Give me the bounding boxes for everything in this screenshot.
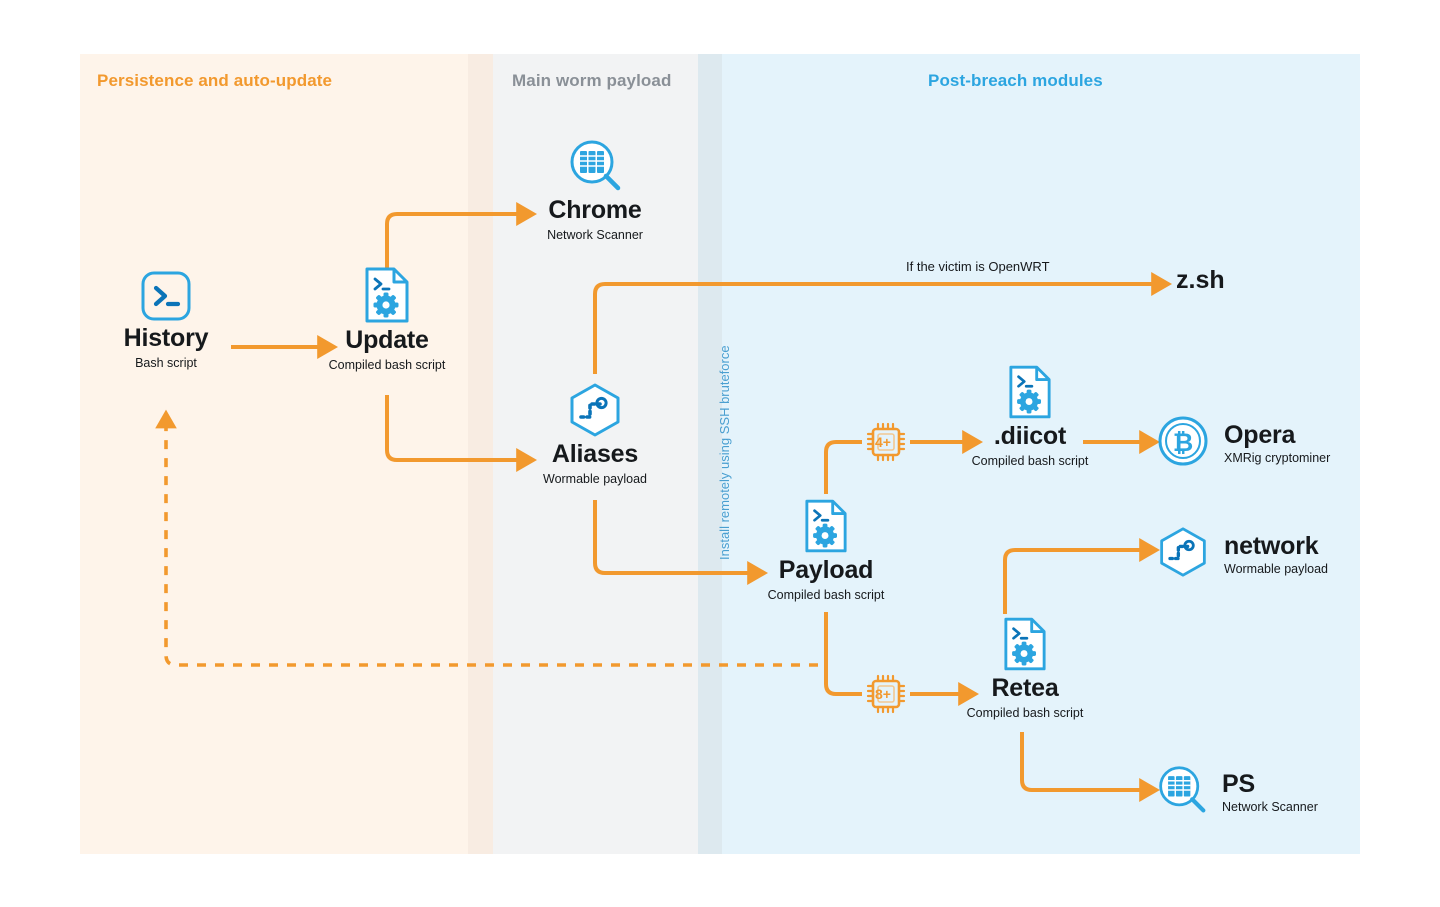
node-aliases-name: Aliases: [551, 440, 639, 468]
chip-8plus-label: 8+: [875, 686, 891, 702]
node-diicot-name: .diicot: [993, 422, 1067, 450]
node-ps-name: PS: [1222, 769, 1255, 798]
node-chrome-sub: Network Scanner: [547, 228, 643, 242]
network-scanner-icon: [567, 138, 623, 194]
worm-hex-icon: [566, 382, 624, 438]
node-update-sub: Compiled bash script: [328, 358, 446, 372]
terminal-icon: [140, 270, 192, 322]
node-history[interactable]: History Bash script: [120, 270, 212, 370]
node-opera[interactable]: ₿ Opera XMRig cryptominer: [1156, 414, 1330, 473]
node-diicot[interactable]: .diicot Compiled bash script: [963, 364, 1097, 468]
node-network-sub: Wormable payload: [1224, 562, 1328, 577]
lane-title-persistence: Persistence and auto-update: [97, 71, 333, 90]
node-history-name: History: [123, 324, 209, 352]
node-payload-sub: Compiled bash script: [767, 588, 885, 602]
cpu-chip-icon-8plus: 8+: [862, 670, 910, 718]
script-file-icon: [364, 266, 410, 324]
node-ps[interactable]: PS Network Scanner: [1156, 764, 1318, 821]
node-retea-name: Retea: [991, 674, 1059, 702]
node-opera-sub: XMRig cryptominer: [1224, 451, 1331, 466]
worm-hex-icon: [1156, 526, 1210, 583]
network-scanner-icon: [1156, 764, 1208, 821]
node-update-name: Update: [345, 326, 429, 354]
node-aliases[interactable]: Aliases Wormable payload: [525, 382, 665, 486]
svg-text:₿: ₿: [1173, 429, 1193, 457]
lane-title-post: Post-breach modules: [928, 71, 1103, 90]
node-diicot-sub: Compiled bash script: [971, 454, 1089, 468]
node-update[interactable]: Update Compiled bash script: [324, 266, 450, 372]
script-file-icon: [1003, 616, 1047, 672]
node-ps-sub: Network Scanner: [1222, 800, 1318, 815]
node-history-sub: Bash script: [135, 356, 197, 370]
node-chrome-name: Chrome: [548, 196, 642, 224]
chip-4plus-label: 4+: [875, 434, 891, 450]
node-zsh[interactable]: z.sh: [1176, 266, 1225, 294]
node-opera-name: Opera: [1224, 420, 1296, 449]
lane-title-worm: Main worm payload: [512, 71, 672, 90]
edge-label-ssh-bruteforce: Install remotely using SSH bruteforce: [717, 345, 732, 560]
script-file-icon: [804, 498, 848, 554]
node-payload-name: Payload: [778, 556, 874, 584]
node-payload[interactable]: Payload Compiled bash script: [760, 498, 892, 602]
node-aliases-sub: Wormable payload: [543, 472, 647, 486]
node-network[interactable]: network Wormable payload: [1156, 526, 1328, 583]
lane-persistence-edge: [468, 54, 493, 854]
lane-persistence-background: [80, 54, 468, 854]
edge-label-openwrt: If the victim is OpenWRT: [906, 259, 1050, 274]
bitcoin-icon: ₿: [1156, 414, 1210, 473]
node-network-name: network: [1224, 531, 1319, 560]
node-retea-sub: Compiled bash script: [966, 706, 1084, 720]
script-file-icon: [1008, 364, 1052, 420]
cpu-chip-icon-4plus: 4+: [862, 418, 910, 466]
node-retea[interactable]: Retea Compiled bash script: [958, 616, 1092, 720]
node-chrome[interactable]: Chrome Network Scanner: [530, 138, 660, 242]
